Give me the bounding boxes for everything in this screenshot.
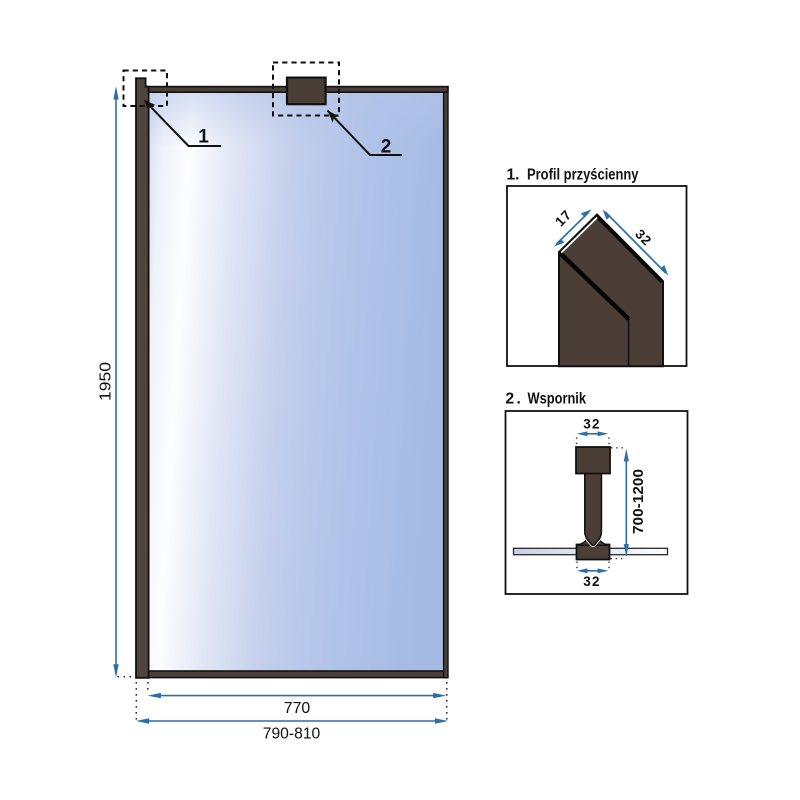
svg-text:2: 2 (381, 137, 392, 158)
svg-text:1950: 1950 (98, 362, 115, 401)
svg-text:Wspornik: Wspornik (528, 391, 587, 408)
svg-text:770: 770 (284, 700, 311, 717)
svg-text:32: 32 (583, 574, 600, 589)
svg-text:1.: 1. (507, 167, 520, 184)
svg-text:790-810: 790-810 (263, 726, 321, 743)
svg-text:32: 32 (583, 417, 600, 432)
svg-text:.: . (517, 391, 521, 408)
svg-text:Profil przyścienny: Profil przyścienny (527, 167, 639, 184)
svg-text:700-1200: 700-1200 (631, 469, 647, 534)
svg-text:2: 2 (506, 391, 515, 408)
svg-text:1: 1 (198, 127, 209, 148)
